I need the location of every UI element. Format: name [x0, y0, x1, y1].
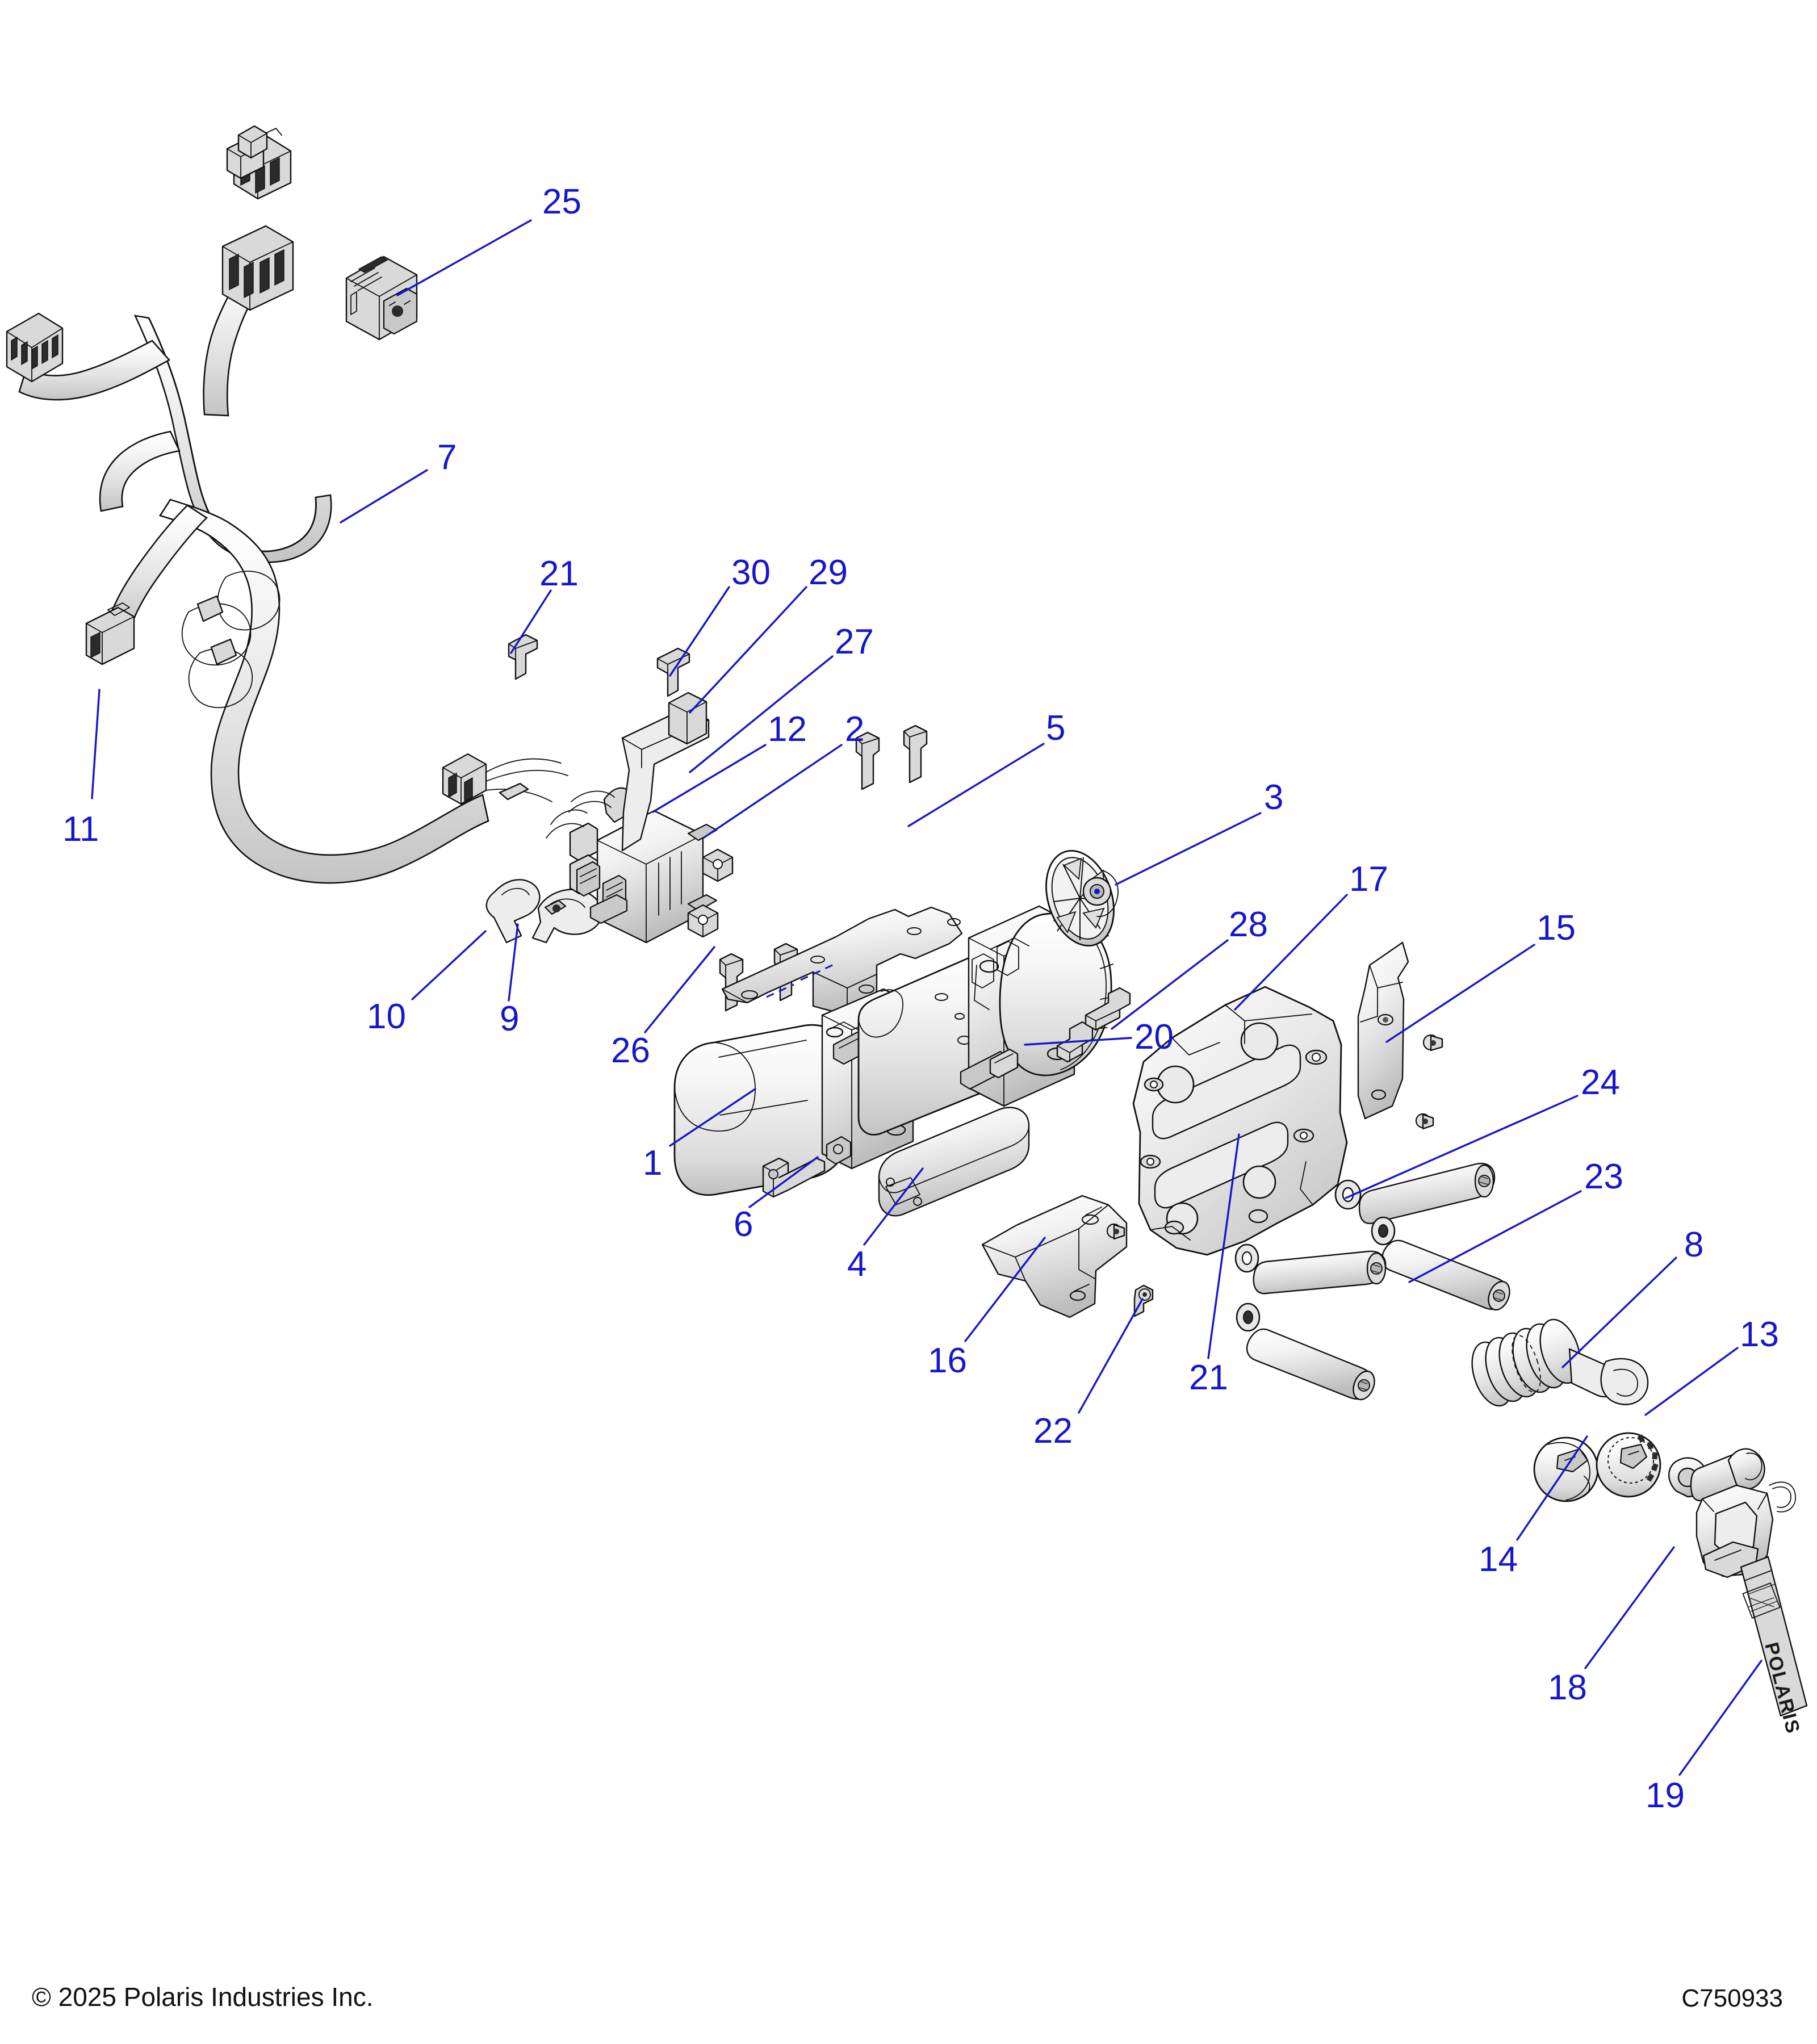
part-14-stopper-half [1533, 1436, 1599, 1502]
callout-16: 16 [928, 1341, 967, 1380]
callout-29: 29 [809, 553, 848, 592]
callout-22: 22 [1033, 1411, 1073, 1451]
part-18-hook [1668, 1448, 1796, 1578]
callout-4: 4 [847, 1245, 867, 1284]
callout-10: 10 [367, 997, 406, 1036]
callout-23: 23 [1584, 1157, 1623, 1196]
part-20-screw [1085, 987, 1131, 1031]
part-21-screw-upper [508, 634, 538, 680]
callout-11: 11 [62, 810, 99, 849]
harness-connector-node [442, 753, 487, 805]
part-26-bracket [721, 906, 963, 1016]
callout-13: 13 [1740, 1315, 1779, 1354]
part-17-mount-plate [1132, 986, 1348, 1256]
harness-connector-tiny [237, 125, 268, 159]
callout-15: 15 [1537, 908, 1576, 948]
callout-28: 28 [1229, 905, 1268, 944]
screw-small-cover-1 [1422, 1034, 1443, 1052]
part-6-shoulder-bolt [762, 1157, 826, 1198]
callout-9: 9 [500, 999, 520, 1038]
part-2-nut-upper [702, 848, 734, 882]
harness-branch-wires [485, 758, 568, 802]
part-25-switch [345, 256, 418, 341]
harness-connector-left-top [6, 312, 64, 383]
part-9-clamp [531, 889, 603, 944]
screw-small-left-1 [1106, 1223, 1125, 1240]
callout-7: 7 [437, 438, 457, 477]
part-15-side-cover [1357, 941, 1409, 1120]
part-8-rope-coil [1471, 1318, 1649, 1407]
callout-6: 6 [734, 1205, 753, 1244]
bolt-3 [1234, 1243, 1387, 1295]
part-23-bolt-2 [1371, 1216, 1510, 1311]
callout-30: 30 [731, 553, 771, 592]
callout-27: 27 [835, 622, 874, 661]
callout-14: 14 [1479, 1540, 1518, 1579]
part-3-cooling-fan [1045, 849, 1119, 947]
part-19-strap: POLARIS [1740, 1556, 1808, 1736]
callout-12: 12 [768, 710, 807, 749]
screw-small-cover-2 [1415, 1113, 1434, 1130]
part-4-spacer-bar [878, 1107, 1030, 1217]
callout-3: 3 [1264, 778, 1284, 817]
part-1-winch-assembly [673, 905, 1113, 1196]
part-7-wiring-harness [6, 125, 568, 884]
drawing-number: C750933 [1681, 1984, 1783, 2012]
callout-17: 17 [1349, 860, 1388, 899]
part-16-bracket [981, 1195, 1128, 1318]
callout-8: 8 [1684, 1225, 1704, 1264]
part-24-washer-bolt-1 [1334, 1162, 1496, 1225]
callout-24: 24 [1581, 1063, 1620, 1102]
callout-5: 5 [1046, 709, 1066, 748]
callout-2: 2 [845, 710, 865, 749]
leader-lines [91, 219, 1762, 1776]
harness-connector-block [221, 225, 294, 311]
callout-25: 25 [542, 182, 581, 221]
callout-20: 20 [1134, 1017, 1174, 1057]
bolt-4 [1236, 1302, 1375, 1401]
callout-19: 19 [1646, 1776, 1685, 1815]
part-13-stopper-half [1596, 1432, 1661, 1498]
part-22-screw [1133, 1284, 1154, 1317]
copyright-notice: © 2025 Polaris Industries Inc. [32, 1982, 374, 2012]
callout-1: 1 [643, 1144, 663, 1183]
callout-18: 18 [1548, 1668, 1587, 1707]
callout-21-upper: 21 [539, 554, 579, 593]
harness-connector-11 [85, 602, 135, 665]
part-5-screws [855, 724, 928, 790]
part-2-nut-lower [687, 904, 719, 938]
callout-21-lower: 21 [1189, 1358, 1228, 1397]
part-10-clip [485, 879, 541, 944]
callout-26: 26 [611, 1031, 650, 1070]
